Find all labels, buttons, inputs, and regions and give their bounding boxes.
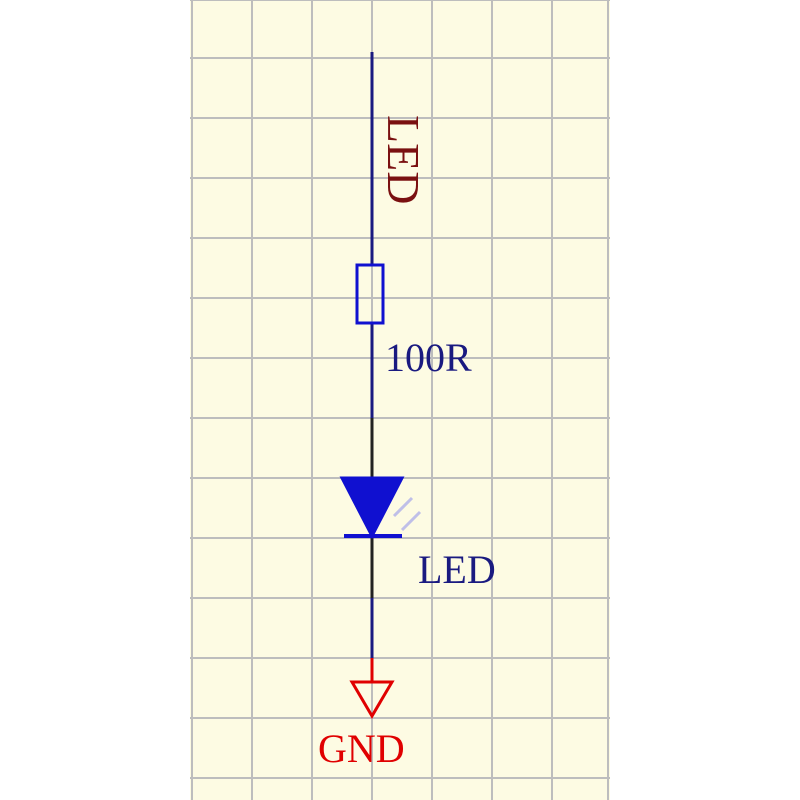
- net-label-led[interactable]: LED: [378, 115, 429, 204]
- led-designator-label[interactable]: LED: [418, 547, 496, 592]
- ground-triangle: [349, 680, 395, 719]
- led-triangle: [339, 476, 405, 540]
- grid: [190, 0, 610, 800]
- sheet-background: [190, 0, 610, 800]
- led-emission-arrow: [400, 510, 422, 532]
- ground-label[interactable]: GND: [318, 726, 405, 771]
- resistor-symbol[interactable]: [355, 263, 385, 325]
- led-symbol[interactable]: [339, 476, 422, 540]
- resistor-value-label[interactable]: 100R: [385, 335, 472, 380]
- ground-symbol[interactable]: [349, 658, 395, 719]
- led-emission-arrow: [392, 496, 414, 518]
